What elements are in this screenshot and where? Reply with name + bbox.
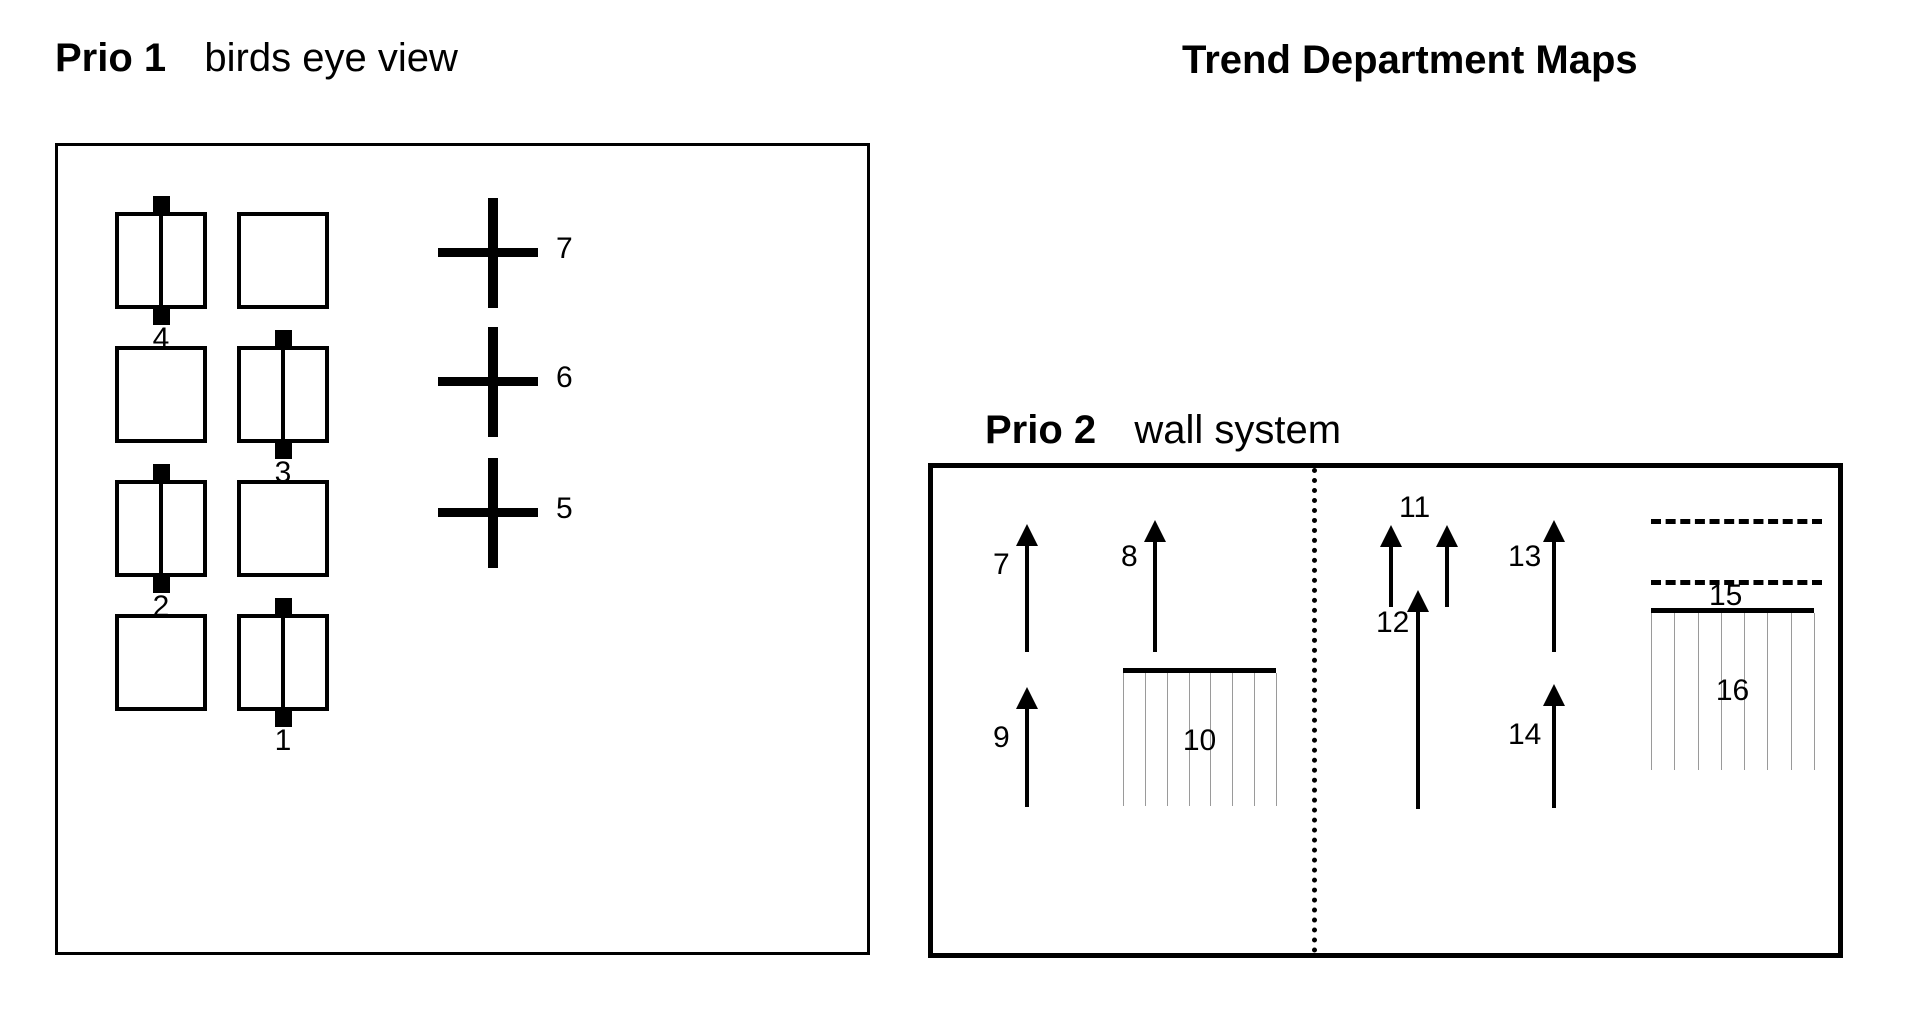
prio2-heading-light: wall system (1134, 408, 1342, 452)
arrow-label-8: 8 (1121, 540, 1138, 573)
prio2-heading: Prio 2 wall system (985, 410, 1341, 450)
curtain-slat (1721, 613, 1722, 770)
prio2-dotted-divider (1312, 468, 1317, 953)
up-arrow-icon-14[interactable] (1542, 684, 1566, 808)
arrow-label-7: 7 (993, 548, 1010, 581)
cross-marker-label: 7 (556, 232, 573, 265)
curtain-slat (1814, 613, 1815, 770)
arrow-label-9: 9 (993, 721, 1010, 754)
band-label-15: 15 (1709, 579, 1743, 612)
curtain-slat (1767, 613, 1768, 770)
square-outline (115, 346, 207, 443)
curtain-slat (1674, 613, 1675, 770)
curtain-slat (1123, 673, 1124, 806)
connector-nub-top-icon (153, 196, 170, 214)
curtain-label-10: 10 (1182, 724, 1217, 757)
prio1-heading-strong: Prio 1 (55, 36, 167, 80)
connector-nub-bottom-icon (153, 575, 170, 593)
arrow-shaft (1445, 541, 1449, 607)
curtain-slat (1189, 673, 1190, 806)
curtain-slat (1254, 673, 1255, 806)
arrow-head-icon (1407, 590, 1429, 612)
up-arrow-icon-11[interactable] (1379, 525, 1403, 607)
arrow-shaft (1552, 536, 1556, 652)
dashed-line-upper (1651, 519, 1822, 524)
up-arrow-icon-4[interactable] (1435, 525, 1459, 607)
connector-nub-bottom-icon (275, 709, 292, 727)
curtain-slat (1167, 673, 1168, 806)
up-arrow-icon-9[interactable] (1015, 687, 1039, 807)
cross-horizontal-bar (438, 377, 538, 386)
curtain-element-10[interactable]: 10 (1123, 668, 1277, 806)
prio2-heading-strong: Prio 2 (985, 408, 1097, 452)
curtain-slat (1651, 613, 1652, 770)
connector-nub-bottom-icon (275, 441, 292, 459)
connector-nub-top-icon (153, 464, 170, 482)
arrow-shaft (1025, 540, 1029, 652)
curtain-top-bar (1123, 668, 1276, 673)
up-arrow-icon-13[interactable] (1542, 520, 1566, 652)
curtain-slat (1744, 613, 1745, 770)
cross-marker-label: 6 (556, 361, 573, 394)
arrow-shaft (1389, 541, 1393, 607)
curtain-slat (1145, 673, 1146, 806)
cross-marker-7[interactable]: 7 (438, 198, 573, 308)
curtain-slat (1232, 673, 1233, 806)
prio2-panel: 7 8 9 11 12 13 14 10 16 15 (928, 463, 1843, 958)
dashed-line-lower (1651, 580, 1822, 585)
square-divider-line (281, 614, 285, 711)
arrow-head-icon (1543, 520, 1565, 542)
curtain-label-16: 16 (1715, 674, 1750, 707)
square-outline (115, 614, 207, 711)
curtain-top-bar (1651, 608, 1814, 613)
page-title: Trend Department Maps (1182, 38, 1638, 82)
arrow-head-icon (1016, 524, 1038, 546)
connector-nub-top-icon (275, 598, 292, 616)
up-arrow-icon-7[interactable] (1015, 524, 1039, 652)
cross-marker-5[interactable]: 5 (438, 458, 573, 568)
arrow-shaft (1416, 606, 1420, 809)
curtain-slat (1791, 613, 1792, 770)
arrow-head-icon (1436, 525, 1458, 547)
square-divider-line (159, 480, 163, 577)
curtain-slat (1698, 613, 1699, 770)
arrow-shaft (1153, 536, 1157, 652)
connector-nub-top-icon (275, 330, 292, 348)
square-outline (237, 212, 329, 309)
prio1-heading-light: birds eye view (204, 36, 458, 80)
arrow-head-icon (1144, 520, 1166, 542)
arrow-shaft (1025, 703, 1029, 807)
arrow-head-icon (1380, 525, 1402, 547)
square-divider-line (281, 346, 285, 443)
up-arrow-icon-8[interactable] (1143, 520, 1167, 652)
arrow-label-13: 13 (1508, 540, 1542, 573)
cross-marker-label: 5 (556, 492, 573, 525)
cross-marker-6[interactable]: 6 (438, 327, 573, 437)
arrow-head-icon (1543, 684, 1565, 706)
cross-horizontal-bar (438, 508, 538, 517)
up-arrow-icon-12[interactable] (1406, 590, 1430, 809)
curtain-element-16[interactable]: 16 (1651, 608, 1815, 770)
prio1-heading: Prio 1 birds eye view (55, 38, 458, 78)
arrow-label-12: 12 (1376, 606, 1410, 639)
arrow-label-11: 11 (1399, 491, 1431, 524)
arrow-shaft (1552, 700, 1556, 808)
cross-horizontal-bar (438, 248, 538, 257)
curtain-slat (1210, 673, 1211, 806)
grid-square-label: 1 (274, 724, 292, 757)
connector-nub-bottom-icon (153, 307, 170, 325)
arrow-label-14: 14 (1508, 718, 1542, 751)
square-outline (237, 480, 329, 577)
curtain-slat (1276, 673, 1277, 806)
square-divider-line (159, 212, 163, 309)
arrow-head-icon (1016, 687, 1038, 709)
